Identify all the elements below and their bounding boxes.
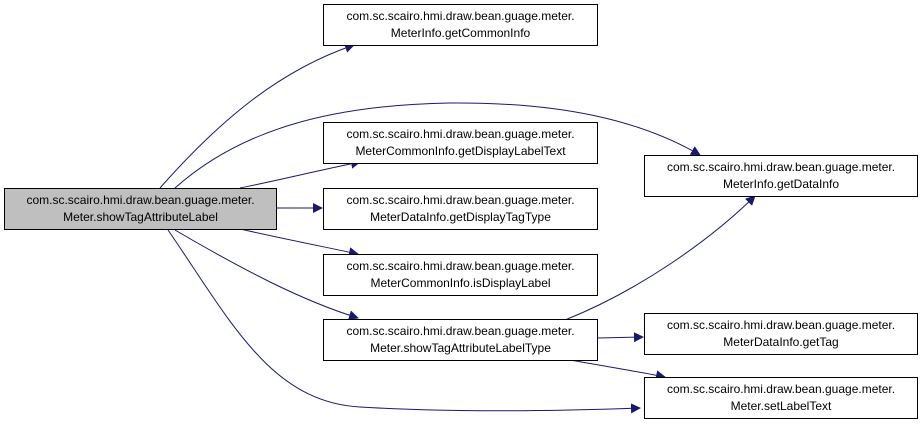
node-line-1: com.sc.scairo.hmi.draw.bean.guage.meter. (666, 160, 896, 174)
node-line-2: MeterCommonInfo.isDisplayLabel (370, 276, 551, 290)
edge-showTagAttributeLabelType-to-setLabelText (569, 359, 666, 381)
edge-root-to-getDisplayLabelText (239, 158, 361, 189)
edge-root-to-isDisplayLabel (239, 228, 359, 258)
node-line-2: MeterDataInfo.getDisplayTagType (370, 210, 551, 224)
node-line-1: com.sc.scairo.hmi.draw.bean.guage.meter. (346, 259, 575, 273)
node-line-1: com.sc.scairo.hmi.draw.bean.guage.meter. (346, 193, 575, 207)
node-metercommoninfo-isdisplaylabel[interactable]: com.sc.scairo.hmi.draw.bean.guage.meter.… (323, 254, 598, 296)
edge-root-to-showTagAttributeLabelType (174, 229, 359, 321)
node-meterinfo-getdatainfo[interactable]: com.sc.scairo.hmi.draw.bean.guage.meter.… (644, 155, 918, 197)
node-meter-showtagattributelabeltype[interactable]: com.sc.scairo.hmi.draw.bean.guage.meter.… (323, 319, 598, 361)
node-line-2: MeterCommonInfo.getDisplayLabelText (355, 144, 566, 158)
node-line-1: com.sc.scairo.hmi.draw.bean.guage.meter. (666, 318, 896, 332)
edge-showTagAttributeLabelType-to-getDataInfo (564, 195, 756, 321)
node-meterdatainfo-getdisplaytagtype[interactable]: com.sc.scairo.hmi.draw.bean.guage.meter.… (323, 188, 598, 230)
node-meterdatainfo-gettag[interactable]: com.sc.scairo.hmi.draw.bean.guage.meter.… (644, 313, 918, 355)
node-line-2: Meter.showTagAttributeLabel (63, 210, 218, 224)
edge-root-to-setLabelText (167, 229, 641, 414)
node-meter-setlabeltext[interactable]: com.sc.scairo.hmi.draw.bean.guage.meter.… (644, 377, 918, 419)
node-line-2: MeterInfo.getDataInfo (722, 177, 840, 191)
node-line-2: Meter.showTagAttributeLabelType (370, 341, 551, 355)
node-meterinfo-getcommoninfo[interactable]: com.sc.scairo.hmi.draw.bean.guage.meter.… (323, 4, 598, 46)
node-line-1: com.sc.scairo.hmi.draw.bean.guage.meter. (666, 382, 896, 396)
node-line-2: MeterInfo.getCommonInfo (390, 26, 531, 40)
node-line-2: MeterDataInfo.getTag (723, 335, 839, 349)
node-line-1: com.sc.scairo.hmi.draw.bean.guage.meter. (346, 324, 575, 338)
node-line-1: com.sc.scairo.hmi.draw.bean.guage.meter. (346, 127, 575, 141)
node-root-show-tag-attribute-label: com.sc.scairo.hmi.draw.bean.guage.meter.… (4, 188, 277, 230)
node-line-1: com.sc.scairo.hmi.draw.bean.guage.meter. (346, 9, 575, 23)
edge-root-to-getDataInfo (174, 102, 701, 189)
edge-showTagAttributeLabelType-to-getTag (597, 332, 644, 343)
node-metercommoninfo-getdisplaylabeltext[interactable]: com.sc.scairo.hmi.draw.bean.guage.meter.… (323, 122, 598, 164)
node-line-2: Meter.setLabelText (730, 399, 832, 413)
edge-root-to-getCommonInfo (159, 43, 355, 189)
node-line-1: com.sc.scairo.hmi.draw.bean.guage.meter. (26, 193, 255, 207)
